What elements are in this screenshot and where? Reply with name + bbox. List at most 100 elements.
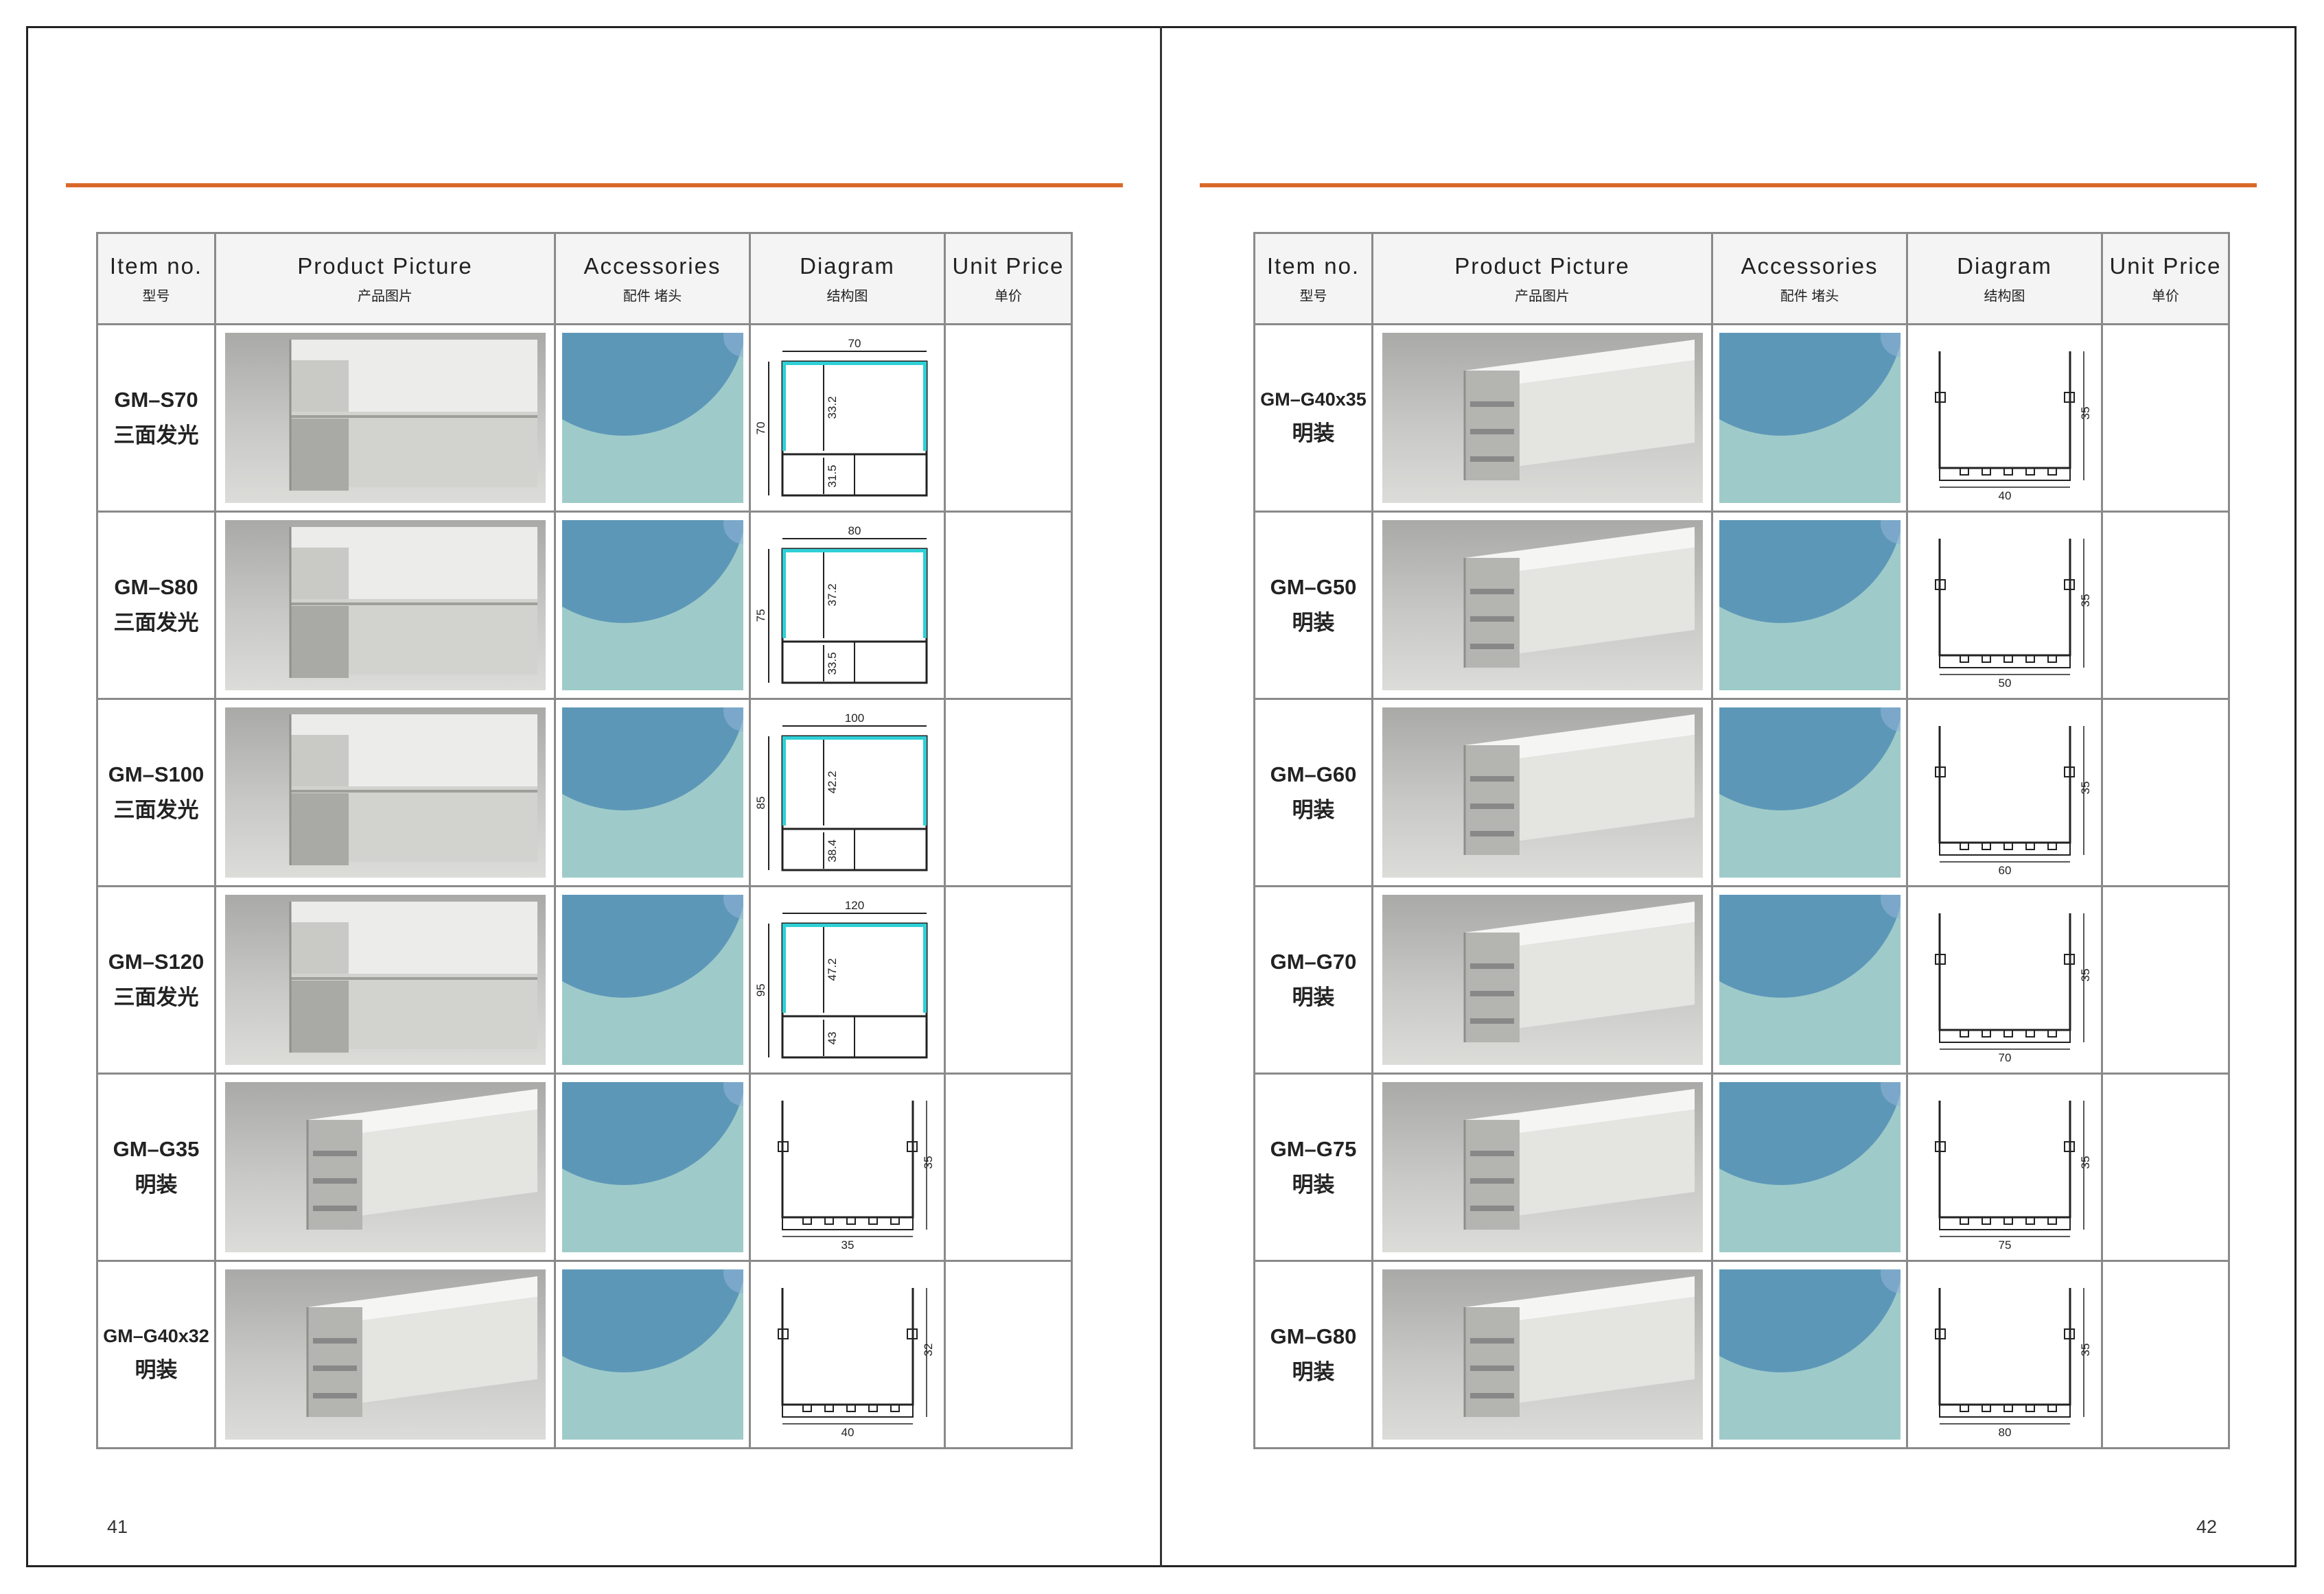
dimension-width: 50 (1998, 677, 2011, 690)
unit-price-cell (2101, 511, 2230, 700)
header-accessories-label-cn: 配件 堵头 (1780, 288, 1839, 304)
header-accessories: Accessories 配件 堵头 (1711, 232, 1908, 325)
dimension-upper: 47.2 (826, 958, 839, 981)
product-photo (224, 1082, 546, 1252)
left-accent-rule (66, 183, 1123, 187)
picture-cell (1371, 885, 1713, 1075)
product-photo (224, 333, 546, 503)
dimension-width: 40 (841, 1426, 854, 1439)
item-cell: GM–G75 明装 (1253, 1073, 1373, 1262)
header-item: Item no.型号 (1253, 232, 1373, 325)
item-code: GM–G75 (1270, 1136, 1357, 1161)
unit-price-cell (944, 323, 1073, 513)
unit-price-cell (2101, 698, 2230, 887)
diagram-cell: 50 35 (1906, 511, 2103, 700)
picture-cell (1371, 511, 1713, 700)
page-fold (1160, 26, 1162, 1567)
header-item: Item no. 型号 (96, 232, 216, 325)
header-item-label: Item no. (109, 253, 203, 279)
end-cap-accessory (1719, 1269, 1901, 1440)
unit-price-cell (2101, 885, 2230, 1075)
dimension-lower: 33.5 (826, 652, 839, 675)
product-photo (1382, 895, 1703, 1065)
dimension-upper: 33.2 (826, 396, 839, 419)
header-price-label-cn: 单价 (2152, 288, 2179, 304)
dimension-height: 75 (755, 609, 767, 622)
unit-price-cell (2101, 1073, 2230, 1262)
accessories-cell (554, 323, 751, 513)
item-note: 明装 (1292, 421, 1335, 445)
item-code: GM–G35 (113, 1136, 200, 1161)
page-number-left: 41 (107, 1516, 128, 1537)
dimension-width: 80 (1998, 1426, 2011, 1439)
picture-cell (1371, 323, 1713, 513)
picture-cell (214, 323, 556, 513)
header-picture-label: Product Picture (297, 253, 473, 279)
dimension-height: 95 (755, 983, 767, 996)
product-photo (1382, 520, 1703, 690)
dimension-width: 60 (1998, 864, 2011, 877)
accessories-cell (554, 511, 751, 700)
item-cell: GM–G40x35 明装 (1253, 323, 1373, 513)
end-cap-accessory (1719, 895, 1901, 1065)
header-item-label-cn: 型号 (1299, 288, 1327, 304)
accessories-cell (554, 698, 751, 887)
accessories-cell (554, 1260, 751, 1449)
unit-price-cell (2101, 323, 2230, 513)
accessories-cell (1711, 1260, 1908, 1449)
item-note: 三面发光 (113, 610, 199, 635)
product-photo (1382, 333, 1703, 503)
item-note: 明装 (1292, 610, 1335, 635)
picture-cell (214, 698, 556, 887)
left-product-table: Item no. 型号 Product Picture 产品图片 Accessories… (96, 232, 1073, 1449)
profile-diagram: 50 35 (1934, 538, 2092, 690)
dimension-height: 35 (2079, 594, 2092, 607)
product-photo (1382, 1269, 1703, 1440)
item-code: GM–G40x35 (1260, 389, 1367, 410)
dimension-height: 70 (755, 421, 767, 434)
header-picture: Product Picture 产品图片 (214, 232, 556, 325)
end-cap-accessory (561, 520, 743, 690)
dimension-width: 75 (1998, 1239, 2011, 1252)
picture-cell (1371, 698, 1713, 887)
picture-cell (1371, 1073, 1713, 1262)
header-accessories-label: Accessories (1741, 253, 1879, 279)
end-cap-accessory (561, 333, 743, 503)
header-picture-label-cn: 产品图片 (358, 288, 412, 304)
item-note: 明装 (1292, 797, 1335, 822)
header-diagram-label: Diagram (1957, 253, 2052, 279)
item-note: 明装 (1292, 1172, 1335, 1197)
header-accessories-label: Accessories (583, 253, 721, 279)
accessories-cell (1711, 885, 1908, 1075)
accessories-cell (1711, 698, 1908, 887)
header-item-label-cn: 型号 (142, 288, 170, 304)
unit-price-cell (944, 1260, 1073, 1449)
end-cap-accessory (1719, 333, 1901, 503)
page-number-right: 42 (2196, 1516, 2218, 1537)
dimension-width: 70 (1998, 1051, 2011, 1064)
